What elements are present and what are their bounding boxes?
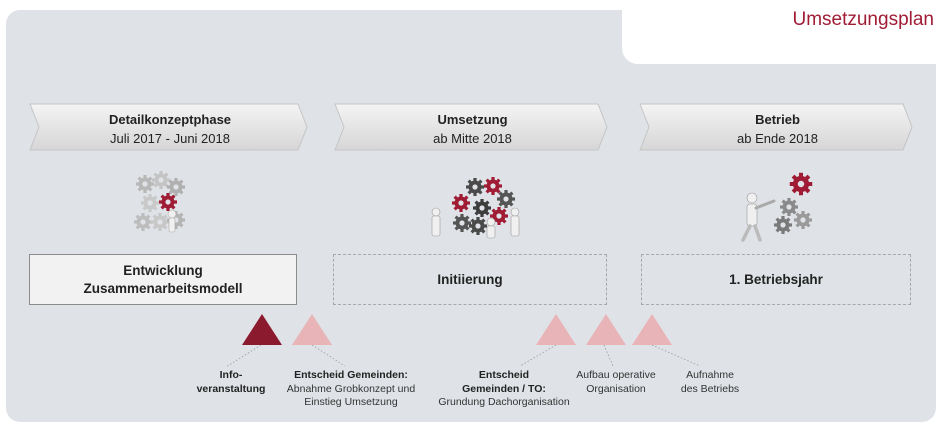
chevron-detailkonzeptphase <box>29 103 308 151</box>
milestone-line: des Betriebs <box>680 382 740 395</box>
chevron-betrieb <box>639 103 913 151</box>
phase-umsetzung: Umsetzung ab Mitte 2018 <box>345 110 600 148</box>
box-line: Entwicklung <box>123 262 203 278</box>
gears-team-icon <box>431 177 520 239</box>
phase-detailkonzeptphase: Detailkonzeptphase Juli 2017 - Juni 2018 <box>40 110 300 148</box>
milestone-triangle <box>632 314 672 345</box>
leader-line <box>603 344 614 367</box>
milestone-triangle-primary <box>242 314 282 345</box>
box-line: 1. Betriebsjahr <box>729 271 823 287</box>
slide-title: Umsetzungsplan <box>792 9 934 30</box>
milestone-label-aufbau: Aufbau operative Organisation <box>566 369 666 396</box>
milestone-label-info: Info- veranstaltung <box>186 369 276 396</box>
milestone-line: Entscheid <box>478 369 530 381</box>
phase-title: Detailkonzeptphase <box>108 112 232 127</box>
gears-figure-icon <box>134 171 185 233</box>
milestone-line: Einstieg Umsetzung <box>304 396 398 408</box>
phase-betrieb: Betrieb ab Ende 2018 <box>650 110 905 148</box>
activity-box-betriebsjahr: 1. Betriebsjahr <box>641 254 911 305</box>
milestone-line: veranstaltung <box>196 382 266 395</box>
phase-title: Betrieb <box>755 112 800 127</box>
milestone-label-entscheid-to: Entscheid Gemeinden / TO: Grundung Dacho… <box>428 369 580 410</box>
milestone-line: Entscheid Gemeinden: <box>294 369 408 381</box>
leader-line <box>651 344 701 367</box>
milestone-line: Info- <box>219 369 243 381</box>
milestone-label-entscheid-gemeinden: Entscheid Gemeinden: Abnahme Grobkonzept… <box>276 369 426 410</box>
activity-box-initiierung: Initiierung <box>333 254 607 305</box>
milestone-line: Grundung Dachorganisation <box>438 396 570 408</box>
milestone-triangle <box>292 314 332 345</box>
box-line: Zusammenarbeitsmodell <box>83 280 243 296</box>
milestone-line: Gemeinden / TO: <box>462 382 546 395</box>
milestone-line: Aufbau operative <box>576 369 656 381</box>
milestone-triangle <box>586 314 626 345</box>
phase-dates: Juli 2017 - Juni 2018 <box>110 131 230 146</box>
phase-dates: ab Mitte 2018 <box>433 131 512 146</box>
milestone-line: Aufnahme <box>686 369 734 381</box>
milestone-triangle <box>536 314 576 345</box>
box-line: Initiierung <box>437 271 503 287</box>
leader-line <box>225 344 262 368</box>
chevron-umsetzung <box>334 103 608 151</box>
phase-title: Umsetzung <box>437 112 508 127</box>
phase-dates: ab Ende 2018 <box>737 131 818 146</box>
milestone-line: Abnahme Grobkonzept und <box>286 382 416 395</box>
milestone-label-aufnahme: Aufnahme des Betriebs <box>670 369 750 396</box>
title-tab: Umsetzungsplan <box>622 0 944 64</box>
leader-line <box>519 344 557 367</box>
gear-person-icon <box>741 172 813 242</box>
milestone-line: Organisation <box>586 382 646 395</box>
leader-line <box>311 344 346 367</box>
